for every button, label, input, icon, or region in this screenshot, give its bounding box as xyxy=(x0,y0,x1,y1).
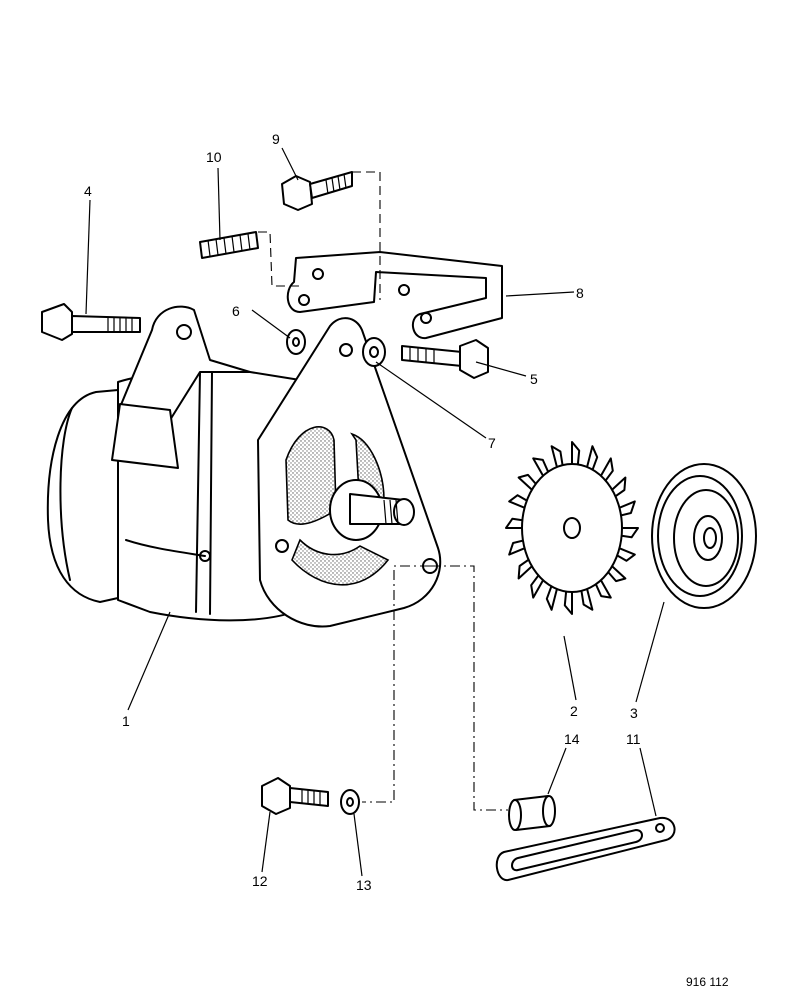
callout-12: 12 xyxy=(252,873,268,889)
bolt-5 xyxy=(401,339,489,379)
mounting-bracket xyxy=(286,251,503,340)
drawing-reference-number: 916 112 xyxy=(686,975,729,989)
bolt-12 xyxy=(261,777,329,815)
fan xyxy=(505,441,639,615)
callout-labels: 1 2 3 4 5 6 7 8 9 10 11 12 13 14 xyxy=(84,131,641,893)
washer-13 xyxy=(340,789,360,815)
callout-10: 10 xyxy=(206,149,222,165)
callout-3: 3 xyxy=(630,705,638,721)
callout-6: 6 xyxy=(232,303,240,319)
callout-11: 11 xyxy=(626,731,641,747)
callout-7: 7 xyxy=(488,435,496,451)
adjusting-link xyxy=(495,816,676,881)
callout-1: 1 xyxy=(122,713,130,729)
washer-7 xyxy=(362,337,386,367)
pulley xyxy=(651,463,757,609)
stud-10 xyxy=(199,231,259,259)
callout-2: 2 xyxy=(570,703,578,719)
leader-lines xyxy=(85,147,665,877)
alternator-body xyxy=(46,305,442,628)
callout-4: 4 xyxy=(84,183,92,199)
callout-8: 8 xyxy=(576,285,584,301)
assembly-lines xyxy=(258,171,508,811)
bolt-4 xyxy=(41,303,141,341)
callout-9: 9 xyxy=(272,131,280,147)
washer-6 xyxy=(286,329,306,355)
callout-14: 14 xyxy=(564,731,580,747)
callout-13: 13 xyxy=(356,877,372,893)
bolt-9 xyxy=(281,171,353,211)
spacer xyxy=(508,795,556,831)
callout-5: 5 xyxy=(530,371,538,387)
